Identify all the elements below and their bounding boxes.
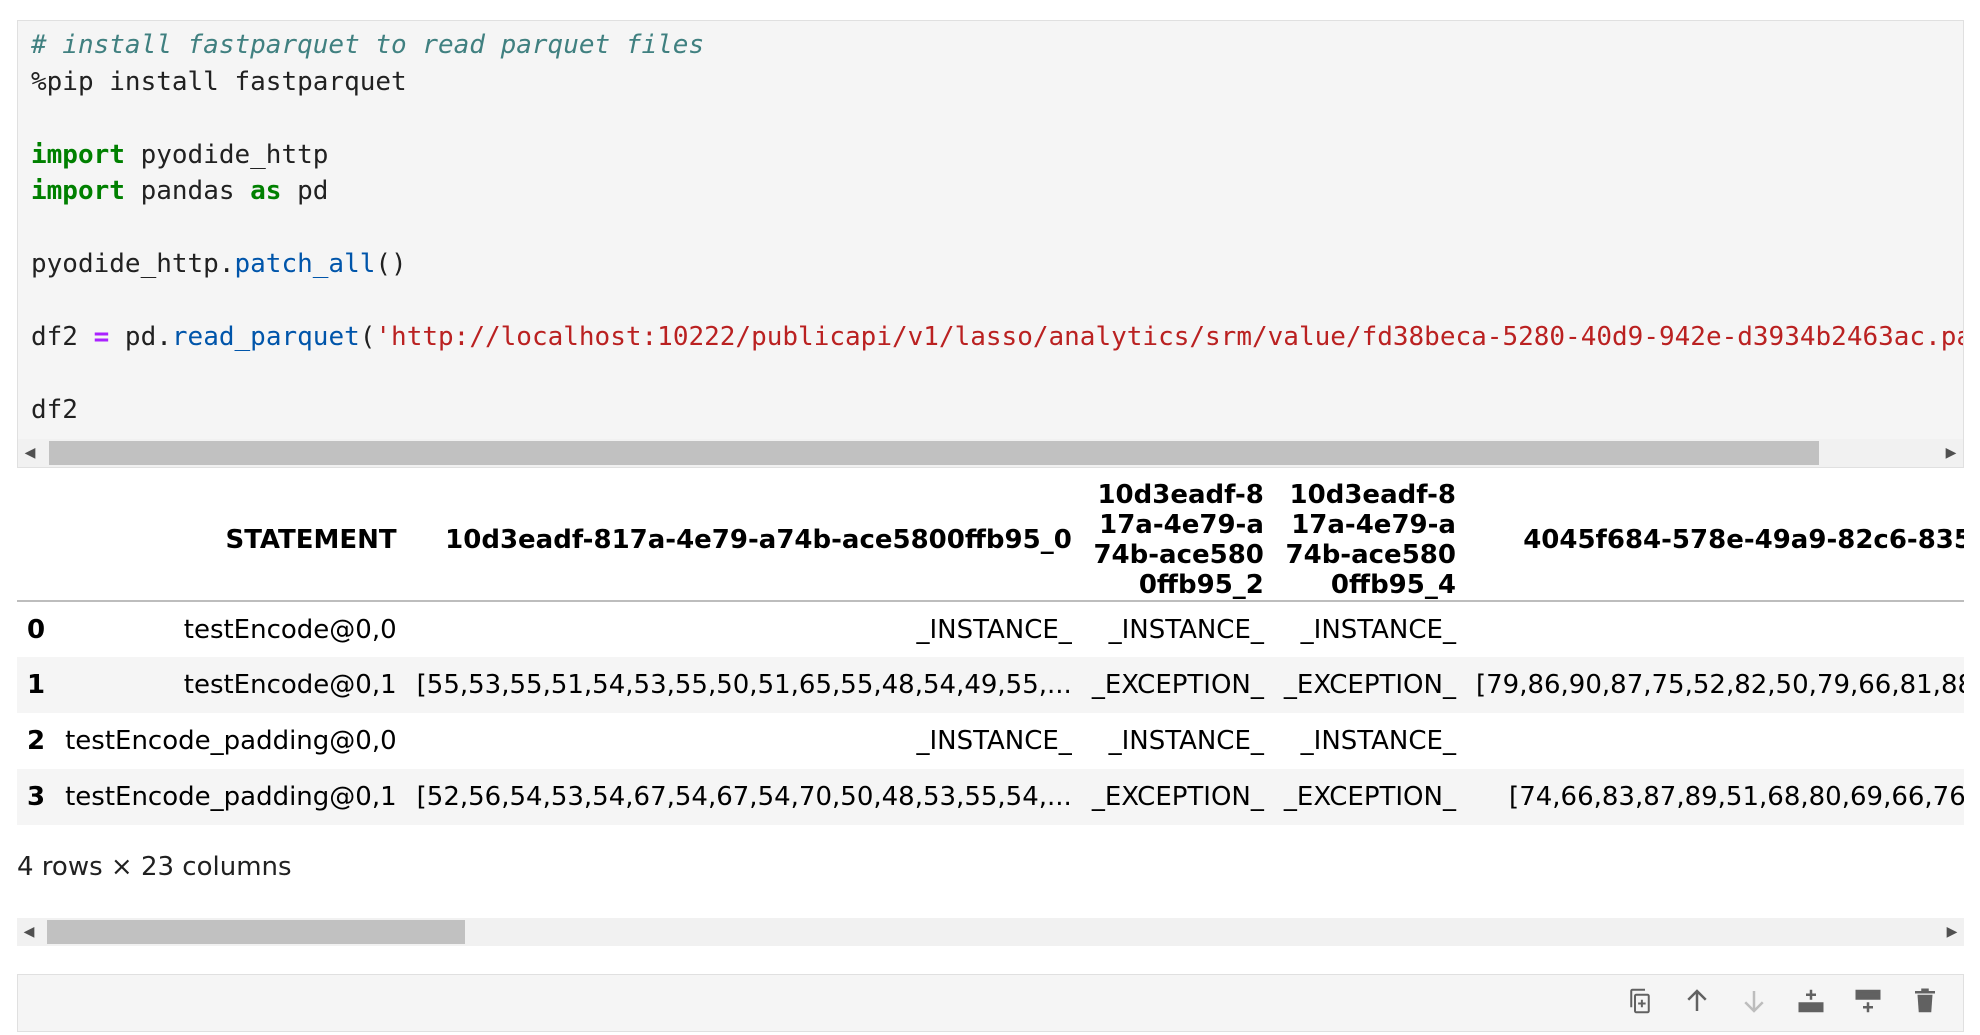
arrow-up-icon: [1682, 986, 1712, 1020]
code-token: patch_all: [234, 249, 376, 279]
output-horizontal-scrollbar[interactable]: ◀ ▶: [17, 918, 1964, 946]
code-token: # install fastparquet to read parquet fi…: [31, 30, 705, 60]
code-token: pd: [281, 176, 329, 206]
duplicate-icon: [1625, 986, 1655, 1020]
table-cell: [52,56,54,53,54,67,54,67,54,70,50,48,53,…: [416, 782, 1072, 812]
code-token: %pip install fastparquet: [31, 66, 407, 97]
table-cell: _EXCEPTION_: [1091, 782, 1264, 812]
table-cell: _EXCEPTION_: [1283, 782, 1456, 812]
scroll-right-arrow-icon[interactable]: ▶: [1945, 445, 1957, 461]
code-token: =: [93, 322, 110, 352]
table-cell: testEncode@0,1: [183, 670, 397, 700]
table-row: 1 testEncode@0,1 [55,53,55,51,54,53,55,50,…: [17, 657, 1964, 713]
row-index: 3: [27, 782, 46, 812]
code-horizontal-scrollbar[interactable]: ◀ ▶: [18, 439, 1963, 467]
row-index: 0: [27, 614, 46, 645]
table-cell: [74,66,83,87,89,51,68,80,69,66,76,87,54,…: [1509, 782, 1964, 812]
table-cell: _INSTANCE_: [1300, 614, 1456, 645]
code-line: import pyodide_http: [31, 137, 1963, 174]
table-cell: _EXCEPTION_: [1283, 670, 1456, 700]
table-cell: _INSTANCE_: [1108, 614, 1264, 645]
code-token: pyodide_http: [124, 139, 329, 170]
table-cell: _INSTANCE_: [1108, 726, 1264, 756]
code-line: %pip install fastparquet: [31, 64, 1963, 101]
table-cell: _INSTANCE_: [916, 726, 1072, 756]
table-cell: _INSTANCE_: [916, 614, 1072, 645]
table-row: 3 testEncode_padding@0,1 [52,56,54,53,54,6…: [17, 769, 1964, 825]
table-row: 0 testEncode@0,0 _INSTANCE_ _INSTANCE_ _INST…: [17, 601, 1964, 657]
move-cell-down-button[interactable]: [1734, 983, 1774, 1023]
code-token: pyodide_http.: [31, 249, 235, 279]
code-token: import: [31, 139, 125, 170]
duplicate-cell-button[interactable]: [1620, 983, 1660, 1023]
column-header: 10d3eadf-817a-4e79-a74b-ace5800ffb95_4: [1273, 480, 1466, 602]
code-token: df2: [31, 395, 78, 425]
code-line: df2 = pd.read_parquet('http://localhost:…: [31, 319, 1963, 356]
table-cell: testEncode_padding@0,0: [65, 726, 397, 756]
column-header: STATEMENT: [55, 480, 407, 602]
code-token: (): [375, 249, 407, 279]
table-cell: _INSTANCE_: [1300, 726, 1456, 756]
code-line: ​: [31, 100, 1963, 137]
index-header: [17, 480, 56, 602]
table-cell: _INSTAN: [1466, 601, 1964, 657]
code-token: pandas: [124, 176, 251, 206]
column-header: 10d3eadf-817a-4e79-a74b-ace5800ffb95_2: [1081, 480, 1274, 602]
move-cell-up-button[interactable]: [1677, 983, 1717, 1023]
arrow-down-icon: [1739, 986, 1769, 1020]
code-line: df2: [31, 392, 1963, 429]
scroll-left-arrow-icon[interactable]: ◀: [23, 924, 35, 940]
code-line: ​: [31, 283, 1963, 320]
table-row: 2 testEncode_padding@0,0 _INSTANCE_ _INSTAN…: [17, 713, 1964, 769]
code-token: as: [250, 176, 282, 206]
scroll-right-arrow-icon[interactable]: ▶: [1946, 924, 1958, 940]
table-cell: _INSTAN: [1466, 713, 1964, 769]
code-line: import pandas as pd: [31, 173, 1963, 210]
row-index: 2: [27, 726, 46, 756]
insert-cell-below-button[interactable]: [1848, 983, 1888, 1023]
code-token: 'http://localhost:10222/publicapi/v1/las…: [375, 322, 1963, 352]
insert-above-icon: [1796, 986, 1826, 1020]
code-line: ​: [31, 356, 1963, 393]
table-cell: _EXCEPTION_: [1091, 670, 1264, 700]
code-editor[interactable]: # install fastparquet to read parquet fi…: [31, 27, 1963, 439]
scroll-left-arrow-icon[interactable]: ◀: [24, 445, 36, 461]
code-token: (: [359, 322, 376, 352]
column-header: 10d3eadf-817a-4e79-a74b-ace5800ffb95_0: [406, 480, 1082, 602]
code-cell[interactable]: # install fastparquet to read parquet fi…: [17, 20, 1964, 468]
code-token: df2: [31, 322, 94, 352]
output-scrollbar-thumb[interactable]: [47, 920, 465, 944]
row-count-label: 4 rows × 23 columns: [17, 852, 292, 882]
row-index: 1: [27, 670, 46, 700]
code-scrollbar-thumb[interactable]: [49, 441, 1819, 465]
table-cell: testEncode_padding@0,1: [65, 782, 397, 812]
code-token: read_parquet: [171, 322, 360, 352]
cell-toolbar: [1620, 983, 1945, 1023]
code-token: pd.: [109, 322, 172, 352]
code-token: import: [31, 176, 125, 206]
table-cell: testEncode@0,0: [183, 614, 397, 645]
insert-cell-above-button[interactable]: [1791, 983, 1831, 1023]
insert-below-icon: [1853, 986, 1883, 1020]
column-header: 4045f684-578e-49a9-82c6-8355a46850: [1465, 480, 1964, 602]
table-cell: [79,86,90,87,75,52,82,50,79,66,81,88,71,…: [1475, 670, 1964, 700]
empty-code-cell[interactable]: [17, 974, 1964, 1032]
delete-cell-button[interactable]: [1905, 983, 1945, 1023]
table-cell: [55,53,55,51,54,53,55,50,51,65,55,48,54,…: [416, 670, 1072, 700]
trash-icon: [1910, 986, 1940, 1020]
code-line: ​: [31, 210, 1963, 247]
code-line: pyodide_http.patch_all(): [31, 246, 1963, 283]
code-line: # install fastparquet to read parquet fi…: [31, 27, 1963, 64]
